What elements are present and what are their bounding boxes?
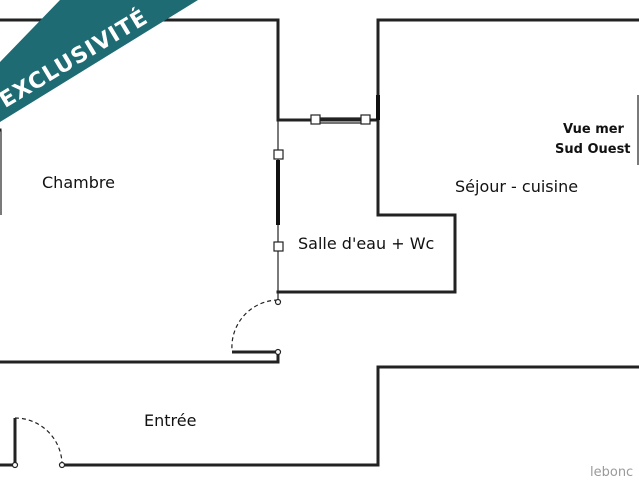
sliding-door bbox=[310, 114, 371, 125]
door-arc-chambre bbox=[231, 299, 279, 351]
note-line-2: Sud Ouest bbox=[555, 142, 631, 157]
sliding-door-handle-left bbox=[310, 114, 321, 125]
walls bbox=[0, 18, 639, 467]
wall-sejour-inner bbox=[276, 118, 457, 294]
note-line-1: Vue mer bbox=[563, 122, 625, 137]
partitions bbox=[0, 95, 639, 300]
label-chambre: Chambre bbox=[42, 173, 115, 192]
label-salle-eau: Salle d'eau + Wc bbox=[298, 234, 434, 253]
wall-entree bbox=[60, 365, 639, 467]
door-hinge-chambre bbox=[274, 348, 282, 356]
wall-chambre-bottom bbox=[0, 350, 280, 364]
door-hinge-entree bbox=[11, 461, 19, 469]
sliding-door-handle-right bbox=[360, 114, 371, 125]
doors bbox=[11, 298, 282, 469]
watermark-text: lebonc bbox=[590, 465, 633, 480]
partition-markers bbox=[273, 149, 284, 252]
marker-bottom bbox=[273, 241, 284, 252]
marker-top bbox=[273, 149, 284, 160]
ribbon-band bbox=[0, 0, 198, 122]
door-stop-chambre bbox=[274, 298, 282, 306]
label-sejour: Séjour - cuisine bbox=[455, 177, 578, 196]
wall-sejour bbox=[376, 18, 639, 122]
exclusivity-ribbon: EXCLUSIVITÉ bbox=[0, 0, 198, 122]
label-entree: Entrée bbox=[144, 411, 196, 430]
door-stop-entree bbox=[58, 461, 66, 469]
door-arc-entree bbox=[14, 417, 63, 464]
window-segments bbox=[276, 95, 380, 225]
